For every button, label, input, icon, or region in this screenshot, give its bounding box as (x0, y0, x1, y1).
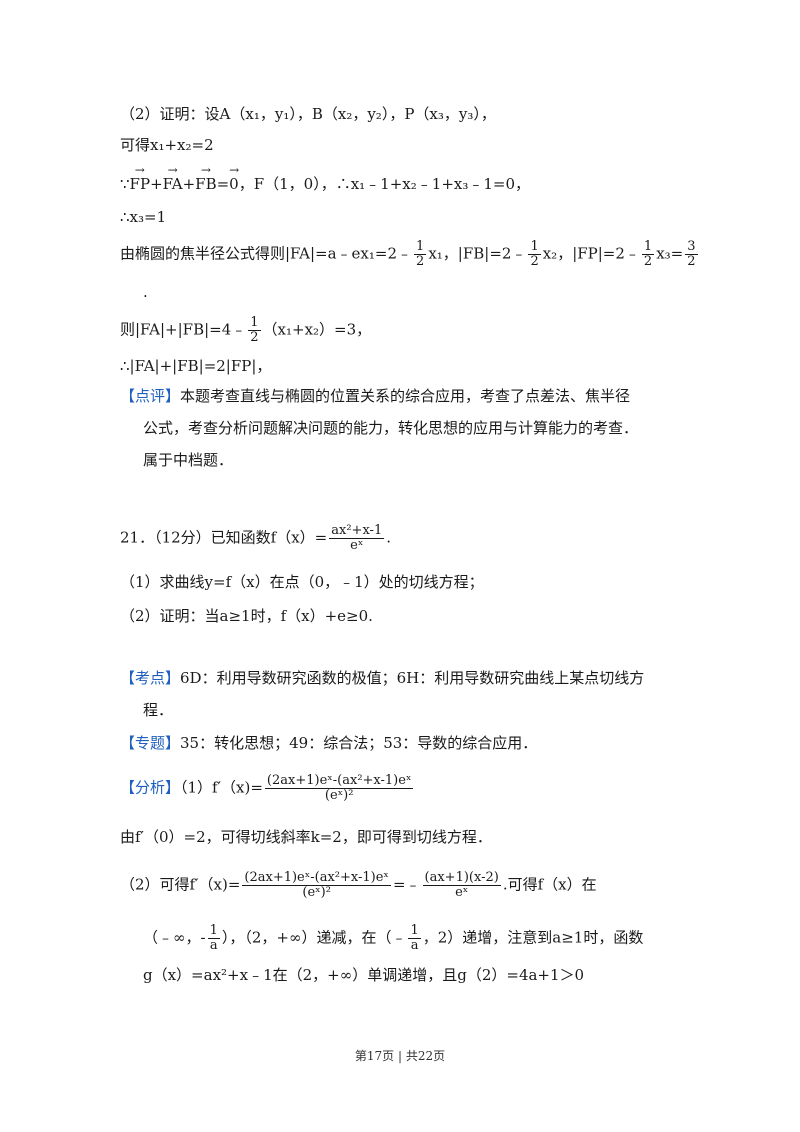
comment-line-1: 【点评】本题考查直线与椭圆的位置关系的综合应用，考查了点差法、焦半径 (120, 386, 630, 406)
vector-fb: FB (195, 160, 217, 194)
proof-line-3: ∵FP+FA+FB=0，F（1，0），∴x₁﹣1+x₂﹣1+x₃﹣1=0， (120, 160, 531, 194)
fenxi-line-1: 【分析】（1）f′（x)=(2ax+1)eˣ-(ax²+x-1)eˣ(eˣ)² (120, 774, 415, 803)
focal-radius-text-b: x₁，|FB|=2﹣ (428, 244, 527, 263)
focal-radius-text-d: x₃= (656, 244, 684, 263)
question-21-text: 21．（12分）已知函数f（x）= (120, 528, 328, 547)
proof-line-1: （2）证明：设A（x₁，y₁），B（x₂，y₂），P（x₃，y₃）， (120, 105, 496, 123)
derivative-fraction-3: (ax+1)(x-2)eˣ (422, 870, 501, 900)
proof-line-6: . (143, 283, 148, 301)
kaodian-line-2: 程． (143, 701, 174, 719)
proof-line-8: ∴|FA|+|FB|=2|FP|， (120, 357, 272, 375)
proof-line-3-rest: ，F（1，0），∴x₁﹣1+x₂﹣1+x₃﹣1=0， (238, 175, 531, 193)
comment-line-3: 属于中档题． (143, 451, 234, 469)
question-21-part-1: （1）求曲线y=f（x）在点（0，﹣1）处的切线方程； (120, 573, 484, 591)
fenxi-part2-end: .可得f（x）在 (502, 875, 597, 894)
kaodian-tag: 【考点】 (120, 669, 181, 687)
derivative-fraction-2: (2ax+1)eˣ-(ax²+x-1)eˣ(eˣ)² (242, 870, 391, 900)
sum-text-b: （x₁+x₂）=3， (262, 320, 372, 339)
focal-radius-text-c: x₂，|FP|=2﹣ (542, 244, 640, 263)
comment-tag: 【点评】 (120, 387, 181, 405)
question-21-part-2: （2）证明：当a≥1时，f（x）+e≥0. (120, 607, 373, 625)
kaodian-text-1: 6D：利用导数研究函数的极值；6H：利用导数研究曲线上某点切线方 (180, 669, 645, 687)
fenxi-line-5: g（x）=ax²+x﹣1在（2，+∞）单调递增，且g（2）=4a+1＞0 (143, 966, 585, 984)
fenxi-derivative-label: （1）f′（x)= (180, 778, 263, 797)
fenxi-tag: 【分析】 (120, 778, 181, 797)
fenxi-line-3: （2）可得f′（x)=(2ax+1)eˣ-(ax²+x-1)eˣ(eˣ)²=﹣(… (120, 870, 597, 900)
proof-line-2: 可得x₁+x₂=2 (120, 136, 214, 154)
comment-line-2: 公式，考查分析问题解决问题的能力，转化思想的应用与计算能力的考查． (143, 419, 639, 437)
because-symbol: ∵ (120, 175, 130, 193)
derivative-fraction-1: (2ax+1)eˣ-(ax²+x-1)eˣ(eˣ)² (264, 773, 414, 803)
vector-fp: FP (130, 160, 151, 194)
fenxi-part2-label: （2）可得f′（x)= (120, 875, 241, 894)
vector-fa: FA (163, 160, 183, 194)
focal-radius-text-a: 由椭圆的焦半径公式得则|FA|=a﹣ex₁=2﹣ (120, 244, 413, 263)
sum-text-a: 则|FA|+|FB|=4﹣ (120, 320, 247, 339)
zhuanti-line: 【专题】35：转化思想；49：综合法；53：导数的综合应用． (120, 733, 537, 753)
fenxi-line-2: 由f′（0）=2，可得切线斜率k=2，即可得到切线方程． (120, 828, 492, 846)
proof-line-4: ∴x₃=1 (120, 208, 167, 226)
zhuanti-text: 35：转化思想；49：综合法；53：导数的综合应用． (180, 734, 538, 752)
kaodian-line-1: 【考点】6D：利用导数研究函数的极值；6H：利用导数研究曲线上某点切线方 (120, 668, 644, 688)
zhuanti-tag: 【专题】 (120, 734, 181, 752)
page-footer: 第17页 | 共22页 (354, 1049, 446, 1063)
comment-text-1: 本题考查直线与椭圆的位置关系的综合应用，考查了点差法、焦半径 (180, 387, 631, 405)
zero-vector: 0 (229, 160, 239, 194)
